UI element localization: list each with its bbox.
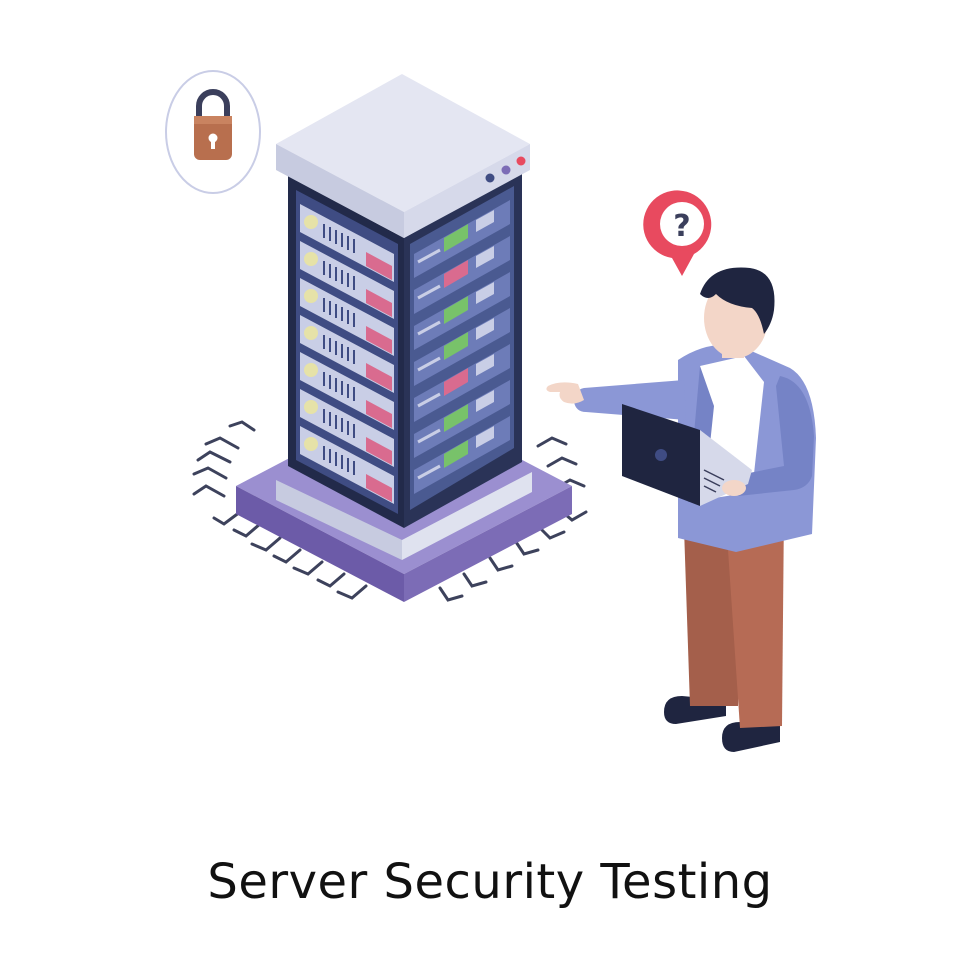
front-server-units (300, 204, 394, 504)
person-with-laptop (546, 267, 816, 752)
caption-title: Server Security Testing (207, 854, 773, 910)
server-rack (276, 74, 532, 560)
question-mark-icon: ? (643, 190, 712, 276)
side-server-units (414, 200, 510, 494)
padlock-icon (165, 70, 261, 194)
question-mark-glyph: ? (673, 209, 690, 244)
status-lights (485, 156, 526, 183)
